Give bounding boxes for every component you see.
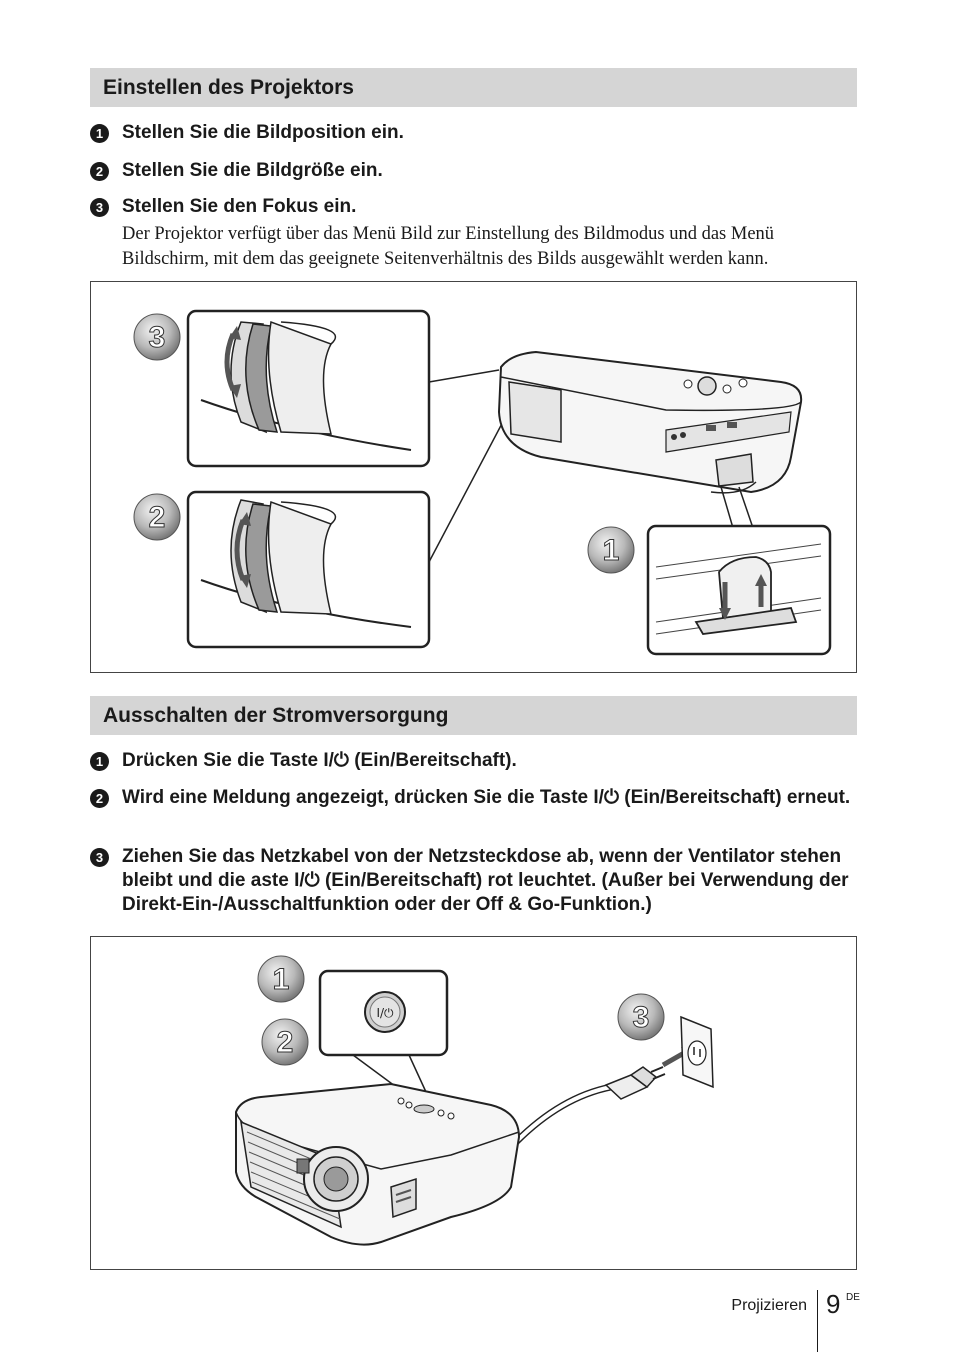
badge-step-2: 2 bbox=[261, 1018, 309, 1066]
badge-label: 2 bbox=[149, 501, 166, 534]
step-2-size: 2 Stellen Sie die Bildgröße ein. bbox=[90, 159, 860, 183]
step-number: 2 bbox=[90, 789, 109, 808]
badge-step-1: 1 bbox=[587, 526, 635, 574]
badge-step-2: 2 bbox=[133, 493, 181, 541]
step-number: 1 bbox=[90, 124, 109, 143]
zoom-ring-inset bbox=[186, 490, 431, 649]
focus-ring-inset bbox=[186, 309, 431, 468]
badge-label: 1 bbox=[273, 963, 290, 996]
step-number: 3 bbox=[90, 848, 109, 867]
focus-description: Der Projektor verfügt über das Menü Bild… bbox=[122, 224, 775, 269]
power-plug bbox=[604, 1066, 666, 1100]
power-button-label: I/⏻ bbox=[376, 1006, 394, 1020]
step-1-position: 1 Stellen Sie die Bildposition ein. bbox=[90, 121, 860, 145]
badge-label: 2 bbox=[277, 1026, 294, 1059]
step-text: Drücken Sie die Taste I/⏻ (Ein/Bereitsch… bbox=[122, 750, 517, 771]
footer-section-label: Projizieren bbox=[731, 1297, 807, 1314]
step-text: Ziehen Sie das Netzkabel von der Netzste… bbox=[122, 846, 849, 915]
step-number: 2 bbox=[90, 162, 109, 181]
badge-step-3: 3 bbox=[617, 993, 665, 1041]
projector-adjust-illustration: 3 2 1 bbox=[133, 309, 832, 656]
page-language-code: DE bbox=[846, 1292, 860, 1303]
section-title-power-off: Ausschalten der Stromversorgung bbox=[90, 696, 857, 735]
step-number: 1 bbox=[90, 752, 109, 771]
step-text: Wird eine Meldung angezeigt, drücken Sie… bbox=[122, 787, 851, 808]
step-3-unplug: 3 Ziehen Sie das Netzkabel von der Netzs… bbox=[90, 845, 860, 917]
power-off-illustration: I/⏻ bbox=[235, 955, 714, 1246]
badge-label: 3 bbox=[149, 321, 166, 354]
badge-step-3: 3 bbox=[133, 313, 181, 361]
step-2-press-again: 2 Wird eine Meldung angezeigt, drücken S… bbox=[90, 786, 860, 810]
wall-outlet bbox=[680, 1015, 714, 1089]
section-title-adjust: Einstellen des Projektors bbox=[90, 68, 857, 107]
badge-label: 3 bbox=[633, 1001, 650, 1034]
projector-front-view bbox=[235, 1082, 521, 1246]
power-button-inset: I/⏻ bbox=[318, 969, 449, 1057]
page-number: 9 bbox=[826, 1289, 841, 1319]
step-3-focus: 3 Stellen Sie den Fokus ein. bbox=[90, 195, 860, 219]
step-1-press-button: 1 Drücken Sie die Taste I/⏻ (Ein/Bereits… bbox=[90, 749, 860, 773]
tilt-foot-inset bbox=[646, 524, 832, 656]
figure-power-off: I/⏻ bbox=[90, 936, 857, 1270]
figure-projector-adjust: 3 2 1 bbox=[90, 281, 857, 673]
step-text: Stellen Sie den Fokus ein. bbox=[122, 196, 357, 217]
badge-step-1: 1 bbox=[257, 955, 305, 1003]
badge-label: 1 bbox=[603, 534, 620, 567]
projector-rear-view bbox=[497, 350, 803, 494]
step-text: Stellen Sie die Bildposition ein. bbox=[122, 122, 404, 143]
step-number: 3 bbox=[90, 198, 109, 217]
footer-divider bbox=[817, 1290, 818, 1352]
step-text: Stellen Sie die Bildgröße ein. bbox=[122, 160, 383, 181]
